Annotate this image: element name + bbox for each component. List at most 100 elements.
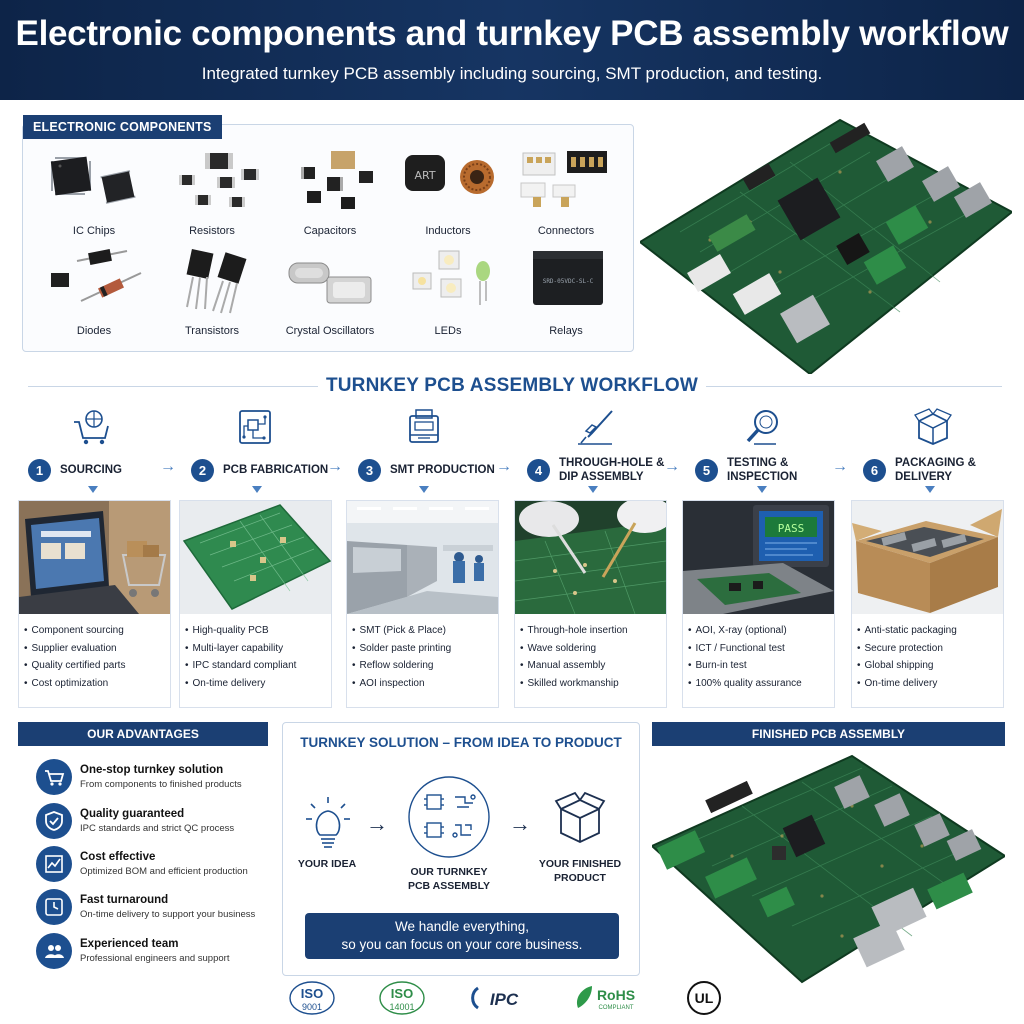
advantage-icon-circle — [36, 846, 72, 882]
rohs-text-b: COMPLIANT — [598, 1005, 633, 1011]
iso-9001-logo: ISO 9001 — [289, 981, 335, 1015]
step-bullets: Anti-static packaging Secure protection … — [852, 614, 1003, 692]
bullet-item: High-quality PCB — [185, 622, 331, 640]
bare-pcb-photo — [180, 501, 331, 614]
test-pass-text: PASS — [778, 522, 805, 535]
component-resistors: Resistors — [153, 147, 271, 247]
rohs-logo: RoHS COMPLIANT — [576, 986, 635, 1011]
advantage-subtitle: IPC standards and strict QC process — [80, 823, 235, 834]
clock-icon — [45, 898, 63, 916]
solution-assembly-line2: PCB ASSEMBLY — [407, 880, 491, 892]
step-name: SOURCING — [60, 464, 122, 476]
solution-assembly-line1: OUR TURNKEY — [410, 866, 488, 878]
laptop-shopping-photo — [19, 501, 170, 614]
bullet-item: Anti-static packaging — [857, 622, 1003, 640]
workflow-title: TURNKEY PCB ASSEMBLY WORKFLOW — [325, 375, 699, 396]
certifications-bar: ISO 9001 ISO 14001 IPC RoHS COMPLIANT UL — [289, 981, 721, 1015]
workflow-step-4: 4 THROUGH-HOLE & DIP ASSEMBLY — [527, 454, 664, 486]
soldering-iron-icon — [578, 410, 613, 445]
components-heading: ELECTRONIC COMPONENTS — [23, 115, 222, 139]
solution-idea-label: YOUR IDEA — [297, 858, 357, 870]
advantage-subtitle: On-time delivery to support your busines… — [80, 909, 256, 920]
turnkey-assembly-icon — [408, 776, 490, 858]
advantage-subtitle: From components to finished products — [80, 779, 242, 790]
step-bullets: Component sourcing Supplier evaluation Q… — [19, 614, 170, 692]
capacitor-icon — [301, 151, 373, 209]
down-arrow-icon — [419, 486, 429, 493]
connector-icon — [520, 151, 607, 207]
finished-pcb-image — [652, 754, 1005, 984]
bullet-item: AOI inspection — [352, 675, 498, 693]
step-name-line1: TESTING & — [727, 457, 789, 469]
solution-banner-line1: We handle everything, — [394, 919, 530, 934]
advantage-icon-circle — [36, 889, 72, 925]
bullet-item: IPC standard compliant — [185, 657, 331, 675]
advantage-title: Cost effective — [80, 851, 156, 863]
component-label: IC Chips — [72, 225, 116, 237]
relay-icon: SRD-05VDC-SL-C — [533, 251, 603, 305]
component-label: Capacitors — [303, 225, 357, 237]
component-ic-chips: IC Chips — [35, 147, 153, 247]
advantage-icon-circle — [36, 933, 72, 969]
solution-product-label: YOUR FINISHED PRODUCT — [533, 857, 627, 885]
step-name: TESTING & INSPECTION — [727, 456, 797, 484]
bullet-item: Cost optimization — [24, 675, 170, 693]
component-relays: SRD-05VDC-SL-C Relays — [507, 247, 625, 347]
magnifier-icon — [746, 410, 778, 445]
workflow-step-3: 3 SMT PRODUCTION — [358, 454, 495, 486]
step-name: SMT PRODUCTION — [390, 464, 495, 476]
step-card-testing: PASS AOI, X-ray (optional) ICT / Functio… — [682, 500, 835, 708]
bullet-item: Global shipping — [857, 657, 1003, 675]
bullet-item: Manual assembly — [520, 657, 666, 675]
team-icon — [45, 945, 64, 958]
iso9001-text-a: ISO — [301, 986, 323, 1001]
pick-and-place-machine-icon — [409, 409, 439, 443]
step-name: PACKAGING & DELIVERY — [895, 456, 976, 484]
down-arrow-icon — [252, 486, 262, 493]
down-arrow-icon — [588, 486, 598, 493]
bullet-item: On-time delivery — [185, 675, 331, 693]
component-label: Diodes — [76, 325, 112, 337]
lightbulb-icon — [306, 797, 350, 848]
iso-14001-logo: ISO 14001 — [379, 981, 425, 1015]
step-arrow-icon: → — [327, 458, 343, 475]
component-label: LEDs — [434, 325, 462, 337]
component-label: Resistors — [189, 225, 235, 237]
step-number: 6 — [863, 458, 886, 482]
advantage-subtitle: Optimized BOM and efficient production — [80, 866, 248, 877]
step-number: 5 — [695, 458, 718, 482]
cost-chart-icon — [45, 855, 63, 873]
bullet-item: Reflow soldering — [352, 657, 498, 675]
step-number: 1 — [28, 458, 51, 482]
advantages-heading: OUR ADVANTAGES — [18, 722, 268, 746]
page-header: Electronic components and turnkey PCB as… — [0, 0, 1024, 100]
component-crystal-oscillators: Crystal Oscillators — [271, 247, 389, 347]
relay-marking: SRD-05VDC-SL-C — [543, 278, 594, 285]
finished-product-box-icon — [554, 791, 606, 843]
down-arrow-icon — [757, 486, 767, 493]
step-card-packaging: Anti-static packaging Secure protection … — [851, 500, 1004, 708]
diode-icon — [51, 249, 142, 302]
advantage-title: One-stop turnkey solution — [80, 764, 224, 776]
testing-station-photo: PASS — [683, 501, 834, 614]
component-label: Inductors — [425, 225, 471, 237]
step-number: 2 — [191, 458, 214, 482]
down-arrow-icon — [88, 486, 98, 493]
solution-product-line2: PRODUCT — [554, 872, 606, 884]
bullet-item: Burn-in test — [688, 657, 834, 675]
transistor-icon — [186, 248, 247, 314]
workflow-step-6: 6 PACKAGING & DELIVERY — [863, 454, 976, 486]
bullet-item: Secure protection — [857, 640, 1003, 658]
component-label: Transistors — [185, 325, 239, 337]
iso14001-text-b: 14001 — [389, 1002, 414, 1012]
step-card-smt-production: SMT (Pick & Place) Solder paste printing… — [346, 500, 499, 708]
crystal-oscillator-icon — [288, 262, 372, 304]
component-label: Connectors — [537, 225, 595, 237]
solution-product-line1: YOUR FINISHED — [538, 858, 622, 870]
advantage-icon-circle — [36, 803, 72, 839]
ic-chip-icon — [50, 156, 136, 204]
advantage-item: Fast turnaround On-time delivery to supp… — [36, 887, 255, 927]
down-arrow-icon — [925, 486, 935, 493]
components-grid: IC Chips Resistors Cap — [35, 147, 625, 347]
solution-arrow-icon: → — [366, 811, 388, 836]
